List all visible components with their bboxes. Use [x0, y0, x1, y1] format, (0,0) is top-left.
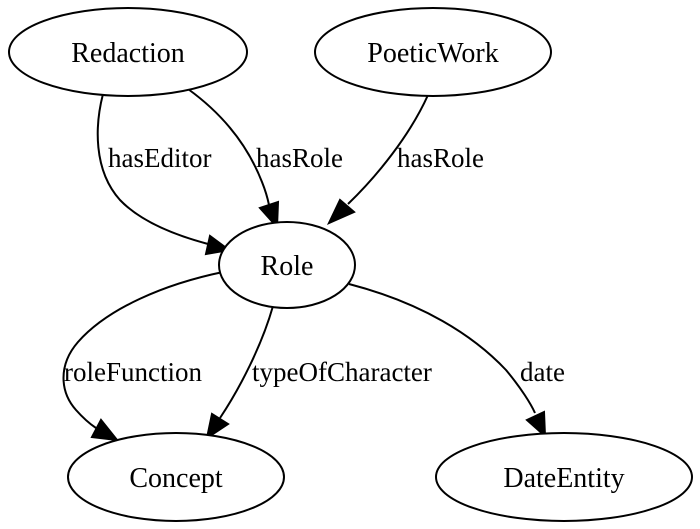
- node-label-date-entity: DateEntity: [503, 463, 624, 494]
- arrowhead: [525, 410, 547, 439]
- edge-poeticwork-has-role: hasRole: [326, 94, 484, 226]
- edge-role-role-function: roleFunction: [62, 271, 224, 442]
- edge-label-role-function: roleFunction: [64, 357, 202, 387]
- arrowhead: [90, 418, 120, 442]
- edge-role-type-of-character: typeOfCharacter: [205, 305, 432, 441]
- node-shape: [218, 221, 356, 309]
- node-shape: [435, 432, 693, 522]
- node-concept: Concept: [67, 432, 285, 522]
- edge-line: [62, 271, 224, 429]
- node-label-poetic-work: PoeticWork: [367, 38, 499, 69]
- edge-label-type-of-character: typeOfCharacter: [252, 357, 432, 387]
- node-date-entity: DateEntity: [435, 432, 693, 522]
- arrowhead: [258, 200, 280, 230]
- node-redaction: Redaction: [8, 7, 248, 97]
- node-label-redaction: Redaction: [71, 38, 185, 69]
- edge-redaction-has-editor: hasEditor: [96, 93, 232, 256]
- arrowhead: [205, 412, 230, 441]
- edge-role-date: date: [348, 283, 565, 439]
- node-shape: [314, 7, 552, 97]
- node-shape: [67, 432, 285, 522]
- edge-label-has-role: hasRole: [256, 143, 343, 173]
- node-poetic-work: PoeticWork: [314, 7, 552, 97]
- edge-label-has-editor: hasEditor: [108, 143, 211, 173]
- arrowhead: [326, 198, 356, 226]
- node-role: Role: [218, 221, 356, 309]
- edge-label-poetic-has-role: hasRole: [397, 143, 484, 173]
- edge-line: [348, 283, 536, 414]
- node-label-role: Role: [261, 251, 314, 282]
- node-shape: [8, 7, 248, 97]
- node-label-concept: Concept: [129, 463, 223, 494]
- edge-line: [347, 94, 429, 205]
- edge-label-date: date: [520, 357, 565, 387]
- edge-line: [96, 93, 209, 245]
- edge-line: [187, 88, 270, 206]
- edge-line: [219, 305, 274, 419]
- edge-redaction-has-role: hasRole: [187, 88, 343, 230]
